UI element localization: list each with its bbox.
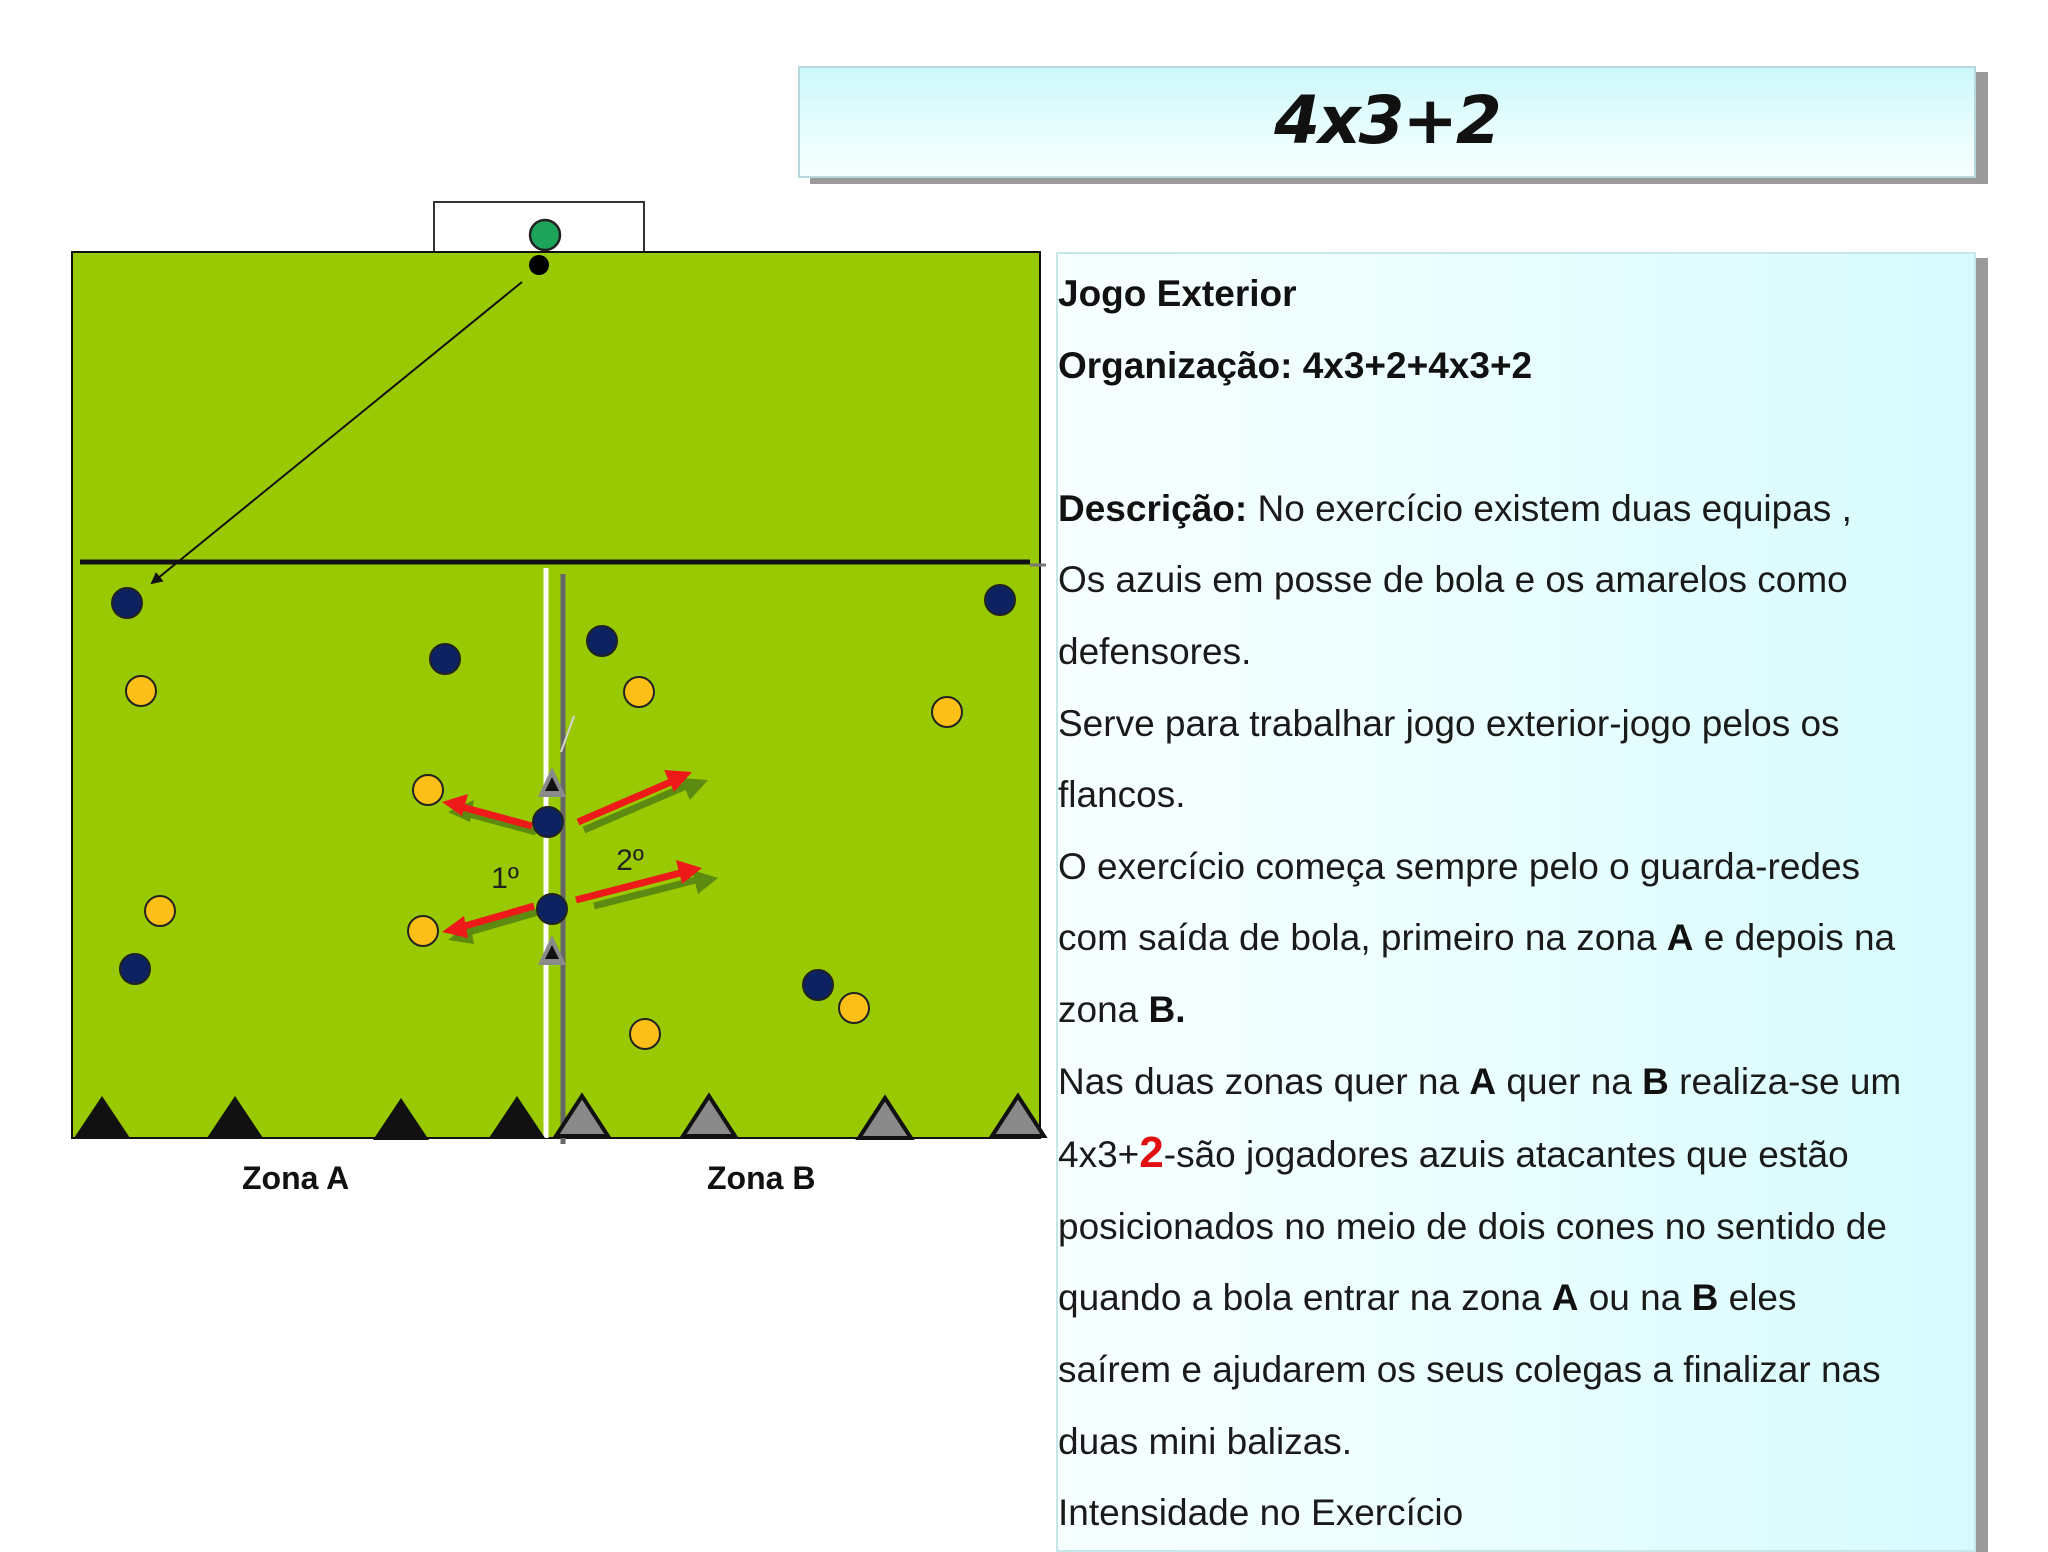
zone-b-cones: [552, 1092, 1048, 1140]
blue-player-center-top: [532, 806, 564, 838]
description-line-6: O exercício começa sempre pelo o guarda-…: [1058, 845, 1861, 887]
label-second: 2º: [616, 844, 644, 877]
description-line-5: flancos.: [1058, 774, 1186, 816]
yellow-player: [629, 1018, 661, 1050]
cone-grey: [988, 1092, 1048, 1138]
description-line-8: zona B.: [1058, 988, 1186, 1030]
description-heading: Jogo Exterior: [1058, 273, 1297, 314]
field-diagram: 1º 2º: [71, 201, 1048, 1144]
title-box: 4x3+2: [798, 66, 1976, 178]
cone-black: [373, 1098, 429, 1140]
yellow-player: [931, 696, 963, 728]
arrow-right-lower: [575, 868, 685, 904]
description-line-12: quando a bola entrar na zona A ou na B e…: [1058, 1277, 1797, 1319]
cone-black: [74, 1096, 130, 1138]
yellow-team: [125, 675, 963, 1050]
zone-b-label: Zona B: [707, 1160, 816, 1196]
organization-line: Organização: 4x3+2+4x3+2: [1058, 344, 1533, 386]
blue-player: [586, 625, 618, 657]
yellow-player: [125, 675, 157, 707]
goalkeeper: [528, 218, 562, 252]
blank-line: [1058, 401, 1978, 473]
label-first: 1º: [491, 862, 519, 895]
pitch: [71, 251, 1041, 1139]
blue-player-center-bottom: [536, 893, 568, 925]
description-line-15: Intensidade no Exercício: [1058, 1492, 1464, 1534]
arrow-left-upper: [457, 802, 533, 830]
description-line-10: 4x3+2-são jogadores azuis atacantes que …: [1058, 1128, 1849, 1178]
description-text: Jogo Exterior Organização: 4x3+2+4x3+2 D…: [1058, 258, 1978, 1549]
description-line-1: Descrição: No exercício existem duas equ…: [1058, 487, 1852, 529]
cone-black: [207, 1096, 263, 1138]
description-line-9: Nas duas zonas quer na A quer na B reali…: [1058, 1060, 1902, 1102]
yellow-player: [412, 774, 444, 806]
divider-tick: [560, 715, 575, 753]
description-line-14: duas mini balizas.: [1058, 1420, 1353, 1462]
goalkeeper-pass-arrow: [150, 281, 523, 585]
yellow-player: [144, 895, 176, 927]
yellow-player: [838, 992, 870, 1024]
description-line-4: Serve para trabalhar jogo exterior-jogo …: [1058, 702, 1840, 744]
description-line-7: com saída de bola, primeiro na zona A e …: [1058, 917, 1896, 959]
cone-black: [489, 1096, 545, 1138]
yellow-player: [623, 676, 655, 708]
blue-player: [984, 584, 1016, 616]
zone-a-cones: [74, 1096, 545, 1140]
page-title: 4x3+2: [1274, 82, 1502, 159]
ball: [529, 255, 549, 275]
blue-team: [111, 584, 1016, 1001]
zone-a-label: Zona A: [242, 1160, 350, 1196]
blue-player: [429, 643, 461, 675]
cone-grey: [855, 1094, 915, 1140]
arrow-right-upper: [576, 774, 682, 826]
cone-grey: [679, 1092, 739, 1138]
description-line-11: posicionados no meio de dois cones no se…: [1058, 1205, 1887, 1247]
description-line-2: Os azuis em posse de bola e os amarelos …: [1058, 559, 1848, 601]
blue-player: [111, 587, 143, 619]
blue-player: [119, 953, 151, 985]
blue-player: [802, 969, 834, 1001]
run-arrows: [442, 770, 718, 944]
center-cone-bottom: [538, 935, 566, 965]
cone-grey: [552, 1092, 612, 1138]
description-line-3: defensores.: [1058, 630, 1252, 672]
yellow-player: [407, 915, 439, 947]
center-cone-top: [538, 767, 566, 797]
description-line-13: saírem e ajudarem os seus colegas a fina…: [1058, 1348, 1881, 1390]
arrow-left-lower: [457, 902, 535, 932]
